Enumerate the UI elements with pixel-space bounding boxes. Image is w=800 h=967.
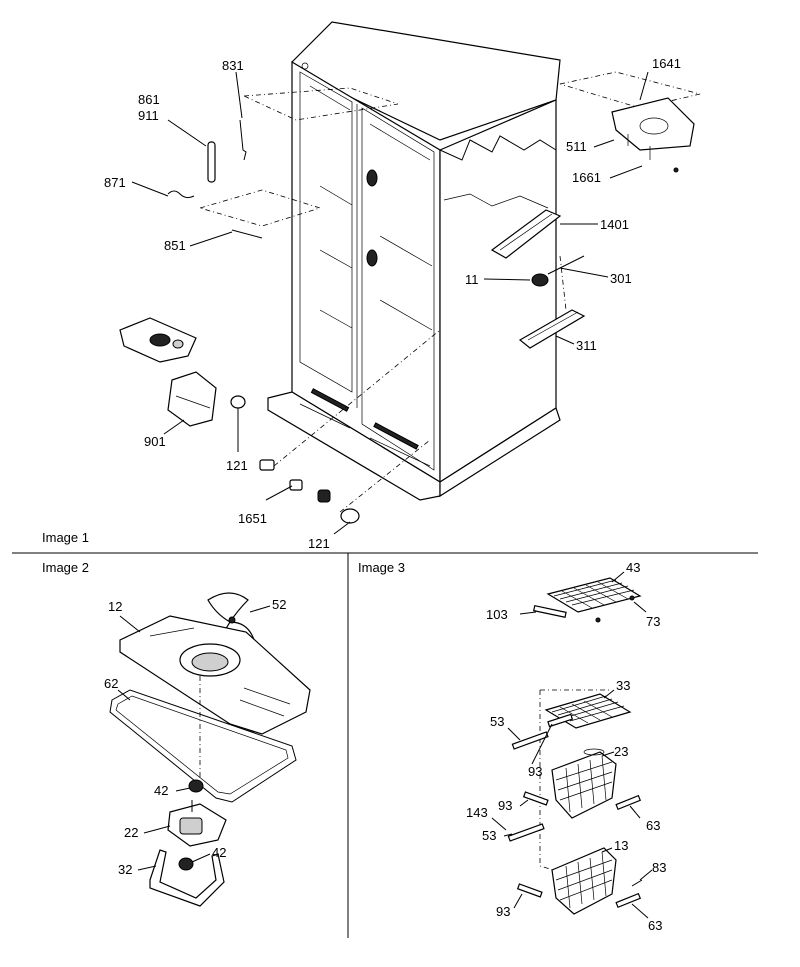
part-fan-shroud-12 bbox=[119, 615, 311, 735]
callout-63-lower: 63 bbox=[648, 918, 662, 933]
part-basket-23 bbox=[551, 748, 617, 819]
callout-851: 851 bbox=[164, 238, 186, 253]
callout-12: 12 bbox=[108, 599, 122, 614]
callout-62: 62 bbox=[104, 676, 118, 691]
callout-1661: 1661 bbox=[572, 170, 601, 185]
callout-93-mid: 93 bbox=[498, 798, 512, 813]
part-socket-121-upper bbox=[230, 395, 246, 452]
part-socket-lower bbox=[259, 459, 360, 524]
callout-301: 301 bbox=[610, 271, 632, 286]
part-tube bbox=[207, 141, 216, 183]
callout-63-upper: 63 bbox=[646, 818, 660, 833]
callout-1641: 1641 bbox=[652, 56, 681, 71]
part-rail-53-upper bbox=[511, 731, 549, 750]
callout-143: 143 bbox=[466, 805, 488, 820]
cabinet-assembly bbox=[267, 21, 561, 501]
callout-121-lower: 121 bbox=[308, 536, 330, 551]
part-wire-shelf-43 bbox=[546, 577, 642, 613]
part-clip bbox=[239, 119, 247, 161]
callout-311: 311 bbox=[576, 338, 597, 353]
callout-511: 511 bbox=[566, 139, 587, 154]
callout-83: 83 bbox=[652, 860, 666, 875]
callout-831: 831 bbox=[222, 58, 244, 73]
callout-911: 911 bbox=[138, 108, 159, 123]
part-rail-63-upper bbox=[615, 794, 642, 811]
part-rail-93-mid bbox=[522, 791, 549, 806]
callout-32: 32 bbox=[118, 862, 132, 877]
callout-121-upper: 121 bbox=[226, 458, 248, 473]
part-fan-housing bbox=[119, 317, 197, 363]
part-grommet-42-upper bbox=[188, 779, 204, 793]
callout-23: 23 bbox=[614, 744, 628, 759]
part-grommet-42-lower bbox=[178, 857, 194, 871]
part-wire bbox=[167, 190, 195, 199]
part-bracket-1641 bbox=[611, 97, 695, 173]
part-motor-22 bbox=[167, 800, 227, 847]
callout-13: 13 bbox=[614, 838, 628, 853]
callout-861: 861 bbox=[138, 92, 160, 107]
callout-33: 33 bbox=[616, 678, 630, 693]
part-motor-bracket-32 bbox=[149, 849, 225, 907]
part-rail-103 bbox=[533, 605, 567, 618]
callout-1401: 1401 bbox=[600, 217, 629, 232]
caption-image-2: Image 2 bbox=[42, 560, 89, 575]
callout-43: 43 bbox=[626, 560, 640, 575]
caption-image-1: Image 1 bbox=[42, 530, 89, 545]
part-rail-63-lower bbox=[615, 892, 642, 909]
caption-image-3: Image 3 bbox=[358, 560, 405, 575]
callout-871: 871 bbox=[104, 175, 126, 190]
callout-93-upper: 93 bbox=[528, 764, 542, 779]
callout-52: 52 bbox=[272, 597, 286, 612]
part-basket-13 bbox=[551, 847, 617, 915]
callout-901: 901 bbox=[144, 434, 166, 449]
callout-103: 103 bbox=[486, 607, 508, 622]
part-rail-311 bbox=[518, 309, 586, 349]
part-gasket-62 bbox=[109, 689, 297, 803]
callout-42-lower: 42 bbox=[212, 845, 226, 860]
callout-42-upper: 42 bbox=[154, 783, 168, 798]
part-rail-53-lower bbox=[507, 823, 545, 842]
callout-22: 22 bbox=[124, 825, 138, 840]
callout-11: 11 bbox=[465, 272, 479, 287]
callout-53-lower: 53 bbox=[482, 828, 496, 843]
callout-93-lower: 93 bbox=[496, 904, 510, 919]
part-rail-1401 bbox=[490, 209, 562, 259]
callout-1651: 1651 bbox=[238, 511, 267, 526]
callout-73: 73 bbox=[646, 614, 660, 629]
callout-53-upper: 53 bbox=[490, 714, 504, 729]
part-cover-901 bbox=[167, 371, 217, 427]
part-rail-93-lower bbox=[516, 883, 543, 898]
part-thermostat-11 bbox=[531, 255, 585, 287]
